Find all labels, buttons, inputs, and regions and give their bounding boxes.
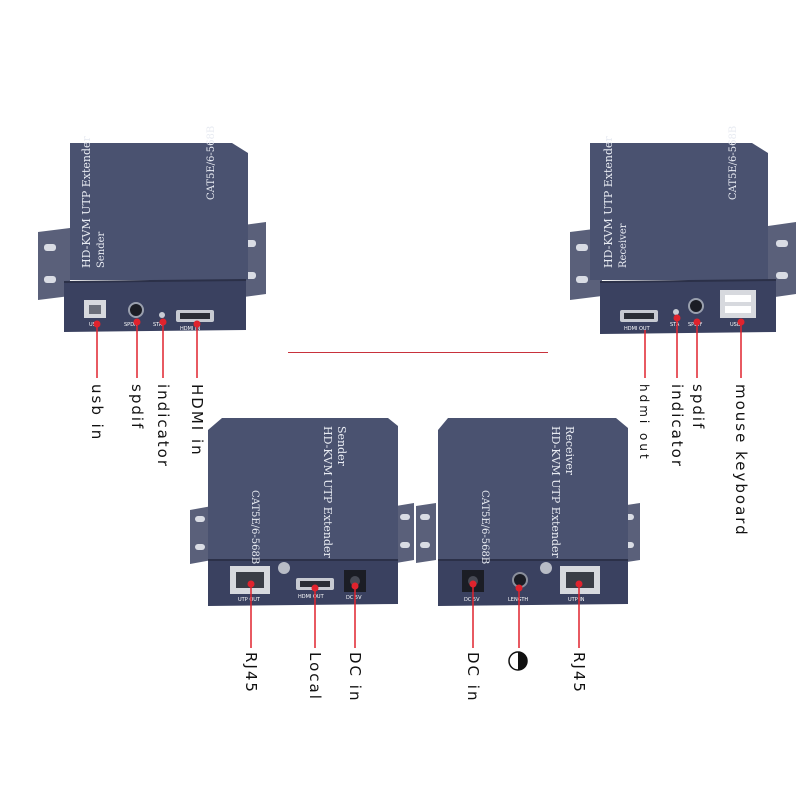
label-hdmi-in: HDMI in	[188, 384, 206, 457]
ground-screw-icon	[540, 562, 552, 574]
label-mouse-keyboard: mouse keyboard	[732, 384, 750, 537]
label-hdmi-out: hdmi out	[637, 384, 651, 462]
port-label: HDMI IN	[180, 326, 200, 332]
device-top-face	[438, 418, 628, 560]
port-label: SPDIF	[124, 322, 139, 328]
port-label: LENGTH	[508, 597, 528, 603]
device-role: Receiver	[618, 223, 629, 268]
port-label: HDMI OUT	[298, 594, 325, 600]
cable-spec: CAT5E/6-568B	[249, 490, 260, 564]
device-top-face	[590, 143, 768, 280]
device-title: HD-KVM UTP Extender	[549, 426, 562, 559]
port-label: STA	[153, 322, 163, 328]
label-dc-in: DC in	[346, 652, 364, 703]
label-rj45: RJ45	[242, 652, 260, 694]
spdif-port[interactable]	[688, 298, 704, 314]
device-title: HD-KVM UTP Extender	[602, 135, 615, 268]
divider-line	[288, 352, 548, 353]
cable-spec: CAT5E/6-568B	[206, 126, 217, 200]
device-role: Sender	[96, 231, 107, 268]
ground-screw-icon	[278, 562, 290, 574]
device-title: HD-KVM UTP Extender	[80, 135, 93, 268]
device-top-face	[70, 143, 248, 280]
cable-spec: CAT5E/6-568B	[479, 490, 490, 564]
label-indicator: indicator	[154, 384, 172, 469]
label-usb-in: usb in	[88, 384, 106, 442]
port-label: UTP IN	[568, 597, 585, 603]
port-label: STA	[670, 322, 680, 328]
port-label: HDMI OUT	[624, 326, 651, 332]
device-title: HD-KVM UTP Extender	[321, 426, 334, 559]
mounting-flange-right	[768, 222, 796, 298]
spdif-port[interactable]	[128, 302, 144, 318]
device-role: Sender	[335, 426, 348, 467]
label-rj45: RJ45	[570, 652, 588, 694]
label-dc-in: DC in	[464, 652, 482, 703]
port-label: DC 5V	[464, 597, 480, 603]
status-led	[673, 309, 679, 315]
label-spdif: spdif	[689, 384, 707, 431]
device-top-face	[208, 418, 398, 560]
status-led	[159, 312, 165, 318]
port-label: USB	[730, 322, 741, 328]
cable-spec: CAT5E/6-568B	[728, 126, 739, 200]
port-label: UTP OUT	[238, 597, 261, 603]
half-filled-circle-icon	[508, 651, 528, 671]
pointer-lines	[96, 322, 198, 378]
mounting-flange-left	[416, 503, 436, 563]
device-role: Receiver	[563, 426, 576, 476]
usb-a-dual-port[interactable]	[720, 290, 756, 318]
port-label: DC 5V	[346, 595, 362, 601]
label-spdif: spdif	[128, 384, 146, 431]
label-local: Local	[306, 652, 324, 701]
label-indicator: indicator	[668, 384, 686, 469]
